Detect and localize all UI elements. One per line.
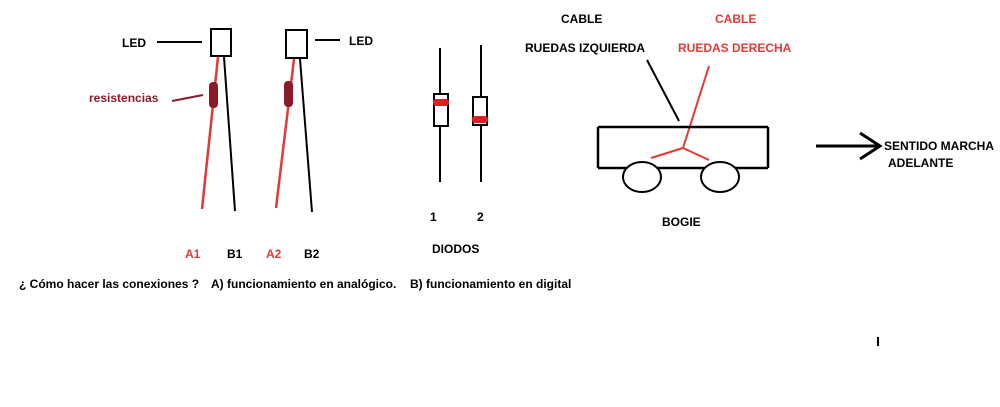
led-right-body (285, 29, 308, 59)
cable-red-label: CABLE (715, 12, 756, 26)
led-right-leg-black (299, 58, 313, 213)
diode-1 (433, 48, 449, 182)
direction-line2: ADELANTE (888, 156, 953, 170)
diode-2 (472, 45, 488, 182)
diodes-title: DIODOS (432, 242, 479, 256)
diode-1-band (433, 99, 449, 106)
led-left-leg-red (200, 56, 220, 210)
led-left (157, 28, 236, 212)
wheels-left-label: RUEDAS IZQUIERDA (525, 41, 645, 55)
bogie-title: BOGIE (662, 215, 701, 229)
arrow-head (859, 131, 883, 161)
diode-1-label: 1 (430, 210, 437, 224)
led-right-leg-red (274, 58, 296, 209)
led-right (274, 29, 340, 213)
question-main: ¿ Cómo hacer las conexiones ? (19, 277, 199, 291)
wire-split-left (650, 147, 684, 159)
diode-2-label: 2 (477, 210, 484, 224)
direction-line1: SENTIDO MARCHA (884, 139, 994, 153)
cable-black-label: CABLE (561, 12, 602, 26)
cable-black-wire (646, 59, 680, 122)
wheel-right (700, 161, 740, 193)
led-right-label: LED (349, 34, 373, 48)
resistor-label: resistencias (89, 91, 159, 105)
terminal-b2: B2 (304, 247, 320, 261)
led-left-body (210, 28, 232, 57)
terminal-b1: B1 (227, 247, 243, 261)
wheels-right-label: RUEDAS DERECHA (678, 41, 792, 55)
terminal-a2: A2 (266, 247, 282, 261)
terminal-a1: A1 (185, 247, 201, 261)
question-option-b: B) funcionamiento en digital (410, 277, 571, 291)
bogie (596, 59, 770, 193)
led-left-leg-black (223, 56, 236, 212)
cable-red-wire (682, 65, 710, 149)
question-option-a: A) funcionamiento en analógico. (211, 277, 396, 291)
wheel-left (622, 161, 662, 193)
diode-2-band (472, 116, 488, 123)
diode-1-body (433, 93, 449, 127)
wire-split-right (682, 147, 710, 161)
resistor-left (209, 82, 218, 108)
resistor-right (284, 81, 293, 107)
led-left-label: LED (122, 36, 146, 50)
resistor-pointer (171, 94, 204, 102)
direction-arrow (816, 131, 883, 161)
